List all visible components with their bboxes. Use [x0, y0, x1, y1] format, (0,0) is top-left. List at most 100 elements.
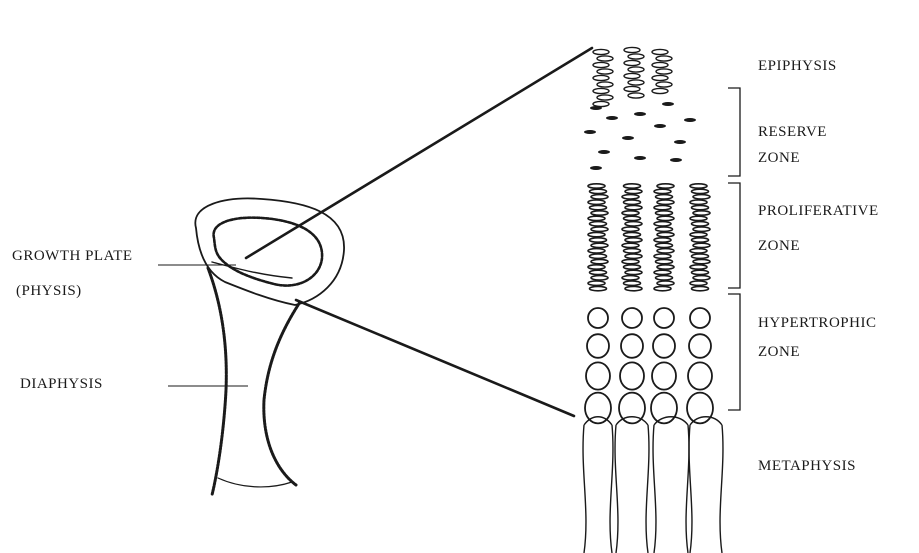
metaphysis-trabecula: [653, 417, 689, 553]
proliferative-cell: [654, 270, 671, 274]
reserve-cell: [634, 156, 646, 160]
label-diaphysis: DIAPHYSIS: [20, 376, 103, 393]
proliferative-cell: [692, 222, 709, 226]
proliferative-cell: [591, 195, 608, 199]
epiphysis-cell: [652, 88, 668, 93]
proliferative-cell: [692, 205, 709, 209]
proliferative-cell: [692, 270, 709, 274]
proliferative-cell: [692, 189, 709, 193]
label-metaphysis: METAPHYSIS: [758, 458, 856, 475]
proliferative-cell: [625, 189, 642, 193]
label-growth-plate: GROWTH PLATE: [12, 248, 133, 265]
reserve-cell: [654, 124, 666, 128]
epiphysis-cell: [597, 95, 613, 100]
proliferative-cell: [693, 227, 710, 231]
proliferative-cell: [656, 211, 673, 215]
proliferative-cell: [625, 286, 642, 290]
reserve-cell: [622, 136, 634, 140]
reserve-cell: [606, 116, 618, 120]
proliferative-cell: [656, 195, 673, 199]
label-reserve-zone-line1: RESERVE: [758, 124, 827, 141]
epiphysis-cell: [628, 67, 644, 72]
proliferative-cell: [624, 281, 641, 285]
proliferative-cell: [657, 200, 674, 204]
metaphysis-trabecula: [583, 417, 613, 553]
proliferative-cell: [625, 254, 642, 258]
zoom-lines: [246, 48, 592, 416]
proliferative-cell: [625, 238, 642, 242]
proliferative-cell: [690, 265, 707, 269]
proliferative-cell: [656, 276, 673, 280]
zone-brackets: [728, 88, 740, 410]
hypertrophic-cell: [622, 308, 642, 328]
hypertrophic-cell: [588, 308, 608, 328]
hypertrophic-cell: [689, 334, 711, 358]
label-proliferative-zone-line2: ZONE: [758, 238, 800, 255]
proliferative-cell: [590, 222, 607, 226]
proliferative-cell: [590, 238, 607, 242]
proliferative-cell: [590, 286, 607, 290]
metaphysis-trabecula: [689, 417, 723, 553]
hypertrophic-cell: [620, 362, 644, 389]
shaft-bottom: [218, 478, 292, 487]
hypertrophic-cell: [651, 393, 677, 424]
reserve-cell: [662, 102, 674, 106]
epiphysis-cell: [593, 101, 609, 106]
proliferative-cell: [624, 249, 641, 253]
proliferative-cell: [656, 227, 673, 231]
proliferative-cell: [588, 281, 605, 285]
hypertrophic-cell: [621, 334, 643, 358]
proliferative-cell: [693, 211, 710, 215]
label-reserve-zone-line2: ZONE: [758, 150, 800, 167]
proliferative-cell: [590, 254, 607, 258]
proliferative-cell: [588, 184, 605, 188]
metaphysis-trabecula: [615, 417, 649, 553]
proliferative-cell: [657, 216, 674, 220]
proliferative-zone-bracket: [728, 183, 740, 288]
proliferative-cell: [591, 243, 608, 247]
growth-plate-line: [212, 262, 292, 278]
proliferative-cell: [624, 216, 641, 220]
proliferative-cell: [588, 249, 605, 253]
zoom-line-bottom: [296, 300, 574, 416]
label-hypertrophic-zone-line1: HYPERTROPHIC: [758, 315, 876, 332]
epiphysis-cell: [593, 88, 609, 93]
proliferative-cell: [622, 259, 639, 263]
proliferative-cell: [657, 281, 674, 285]
proliferative-cell: [656, 259, 673, 263]
reserve-cell: [598, 150, 610, 154]
proliferative-cell: [654, 254, 671, 258]
reserve-cell: [684, 118, 696, 122]
proliferative-cell: [624, 200, 641, 204]
reserve-cell: [634, 112, 646, 116]
proliferative-cell: [588, 200, 605, 204]
proliferative-cell: [591, 227, 608, 231]
proliferative-cell: [622, 211, 639, 215]
reserve-zone-bracket: [728, 88, 740, 176]
proliferative-cell: [692, 254, 709, 258]
epiphysis-cell: [597, 56, 613, 61]
epiphysis-cell: [656, 82, 672, 87]
proliferative-cell: [693, 195, 710, 199]
hypertrophic-cell: [652, 362, 676, 389]
proliferative-cell: [588, 216, 605, 220]
proliferative-cell: [625, 270, 642, 274]
proliferative-cell: [625, 205, 642, 209]
reserve-cell: [584, 130, 596, 134]
proliferative-cell: [657, 265, 674, 269]
reserve-cell: [590, 166, 602, 170]
hypertrophic-cell: [653, 334, 675, 358]
proliferative-cell: [656, 243, 673, 247]
hypertrophic-cell: [654, 308, 674, 328]
proliferative-cell: [591, 276, 608, 280]
epiphysis-cell: [628, 54, 644, 59]
proliferative-cell: [622, 227, 639, 231]
hypertrophic-zone-bracket: [728, 294, 740, 410]
proliferative-cell: [588, 232, 605, 236]
proliferative-cell: [692, 286, 709, 290]
proliferative-cell: [654, 238, 671, 242]
epiphysis-cell: [652, 49, 668, 54]
proliferative-cell: [692, 238, 709, 242]
proliferative-cell: [690, 216, 707, 220]
